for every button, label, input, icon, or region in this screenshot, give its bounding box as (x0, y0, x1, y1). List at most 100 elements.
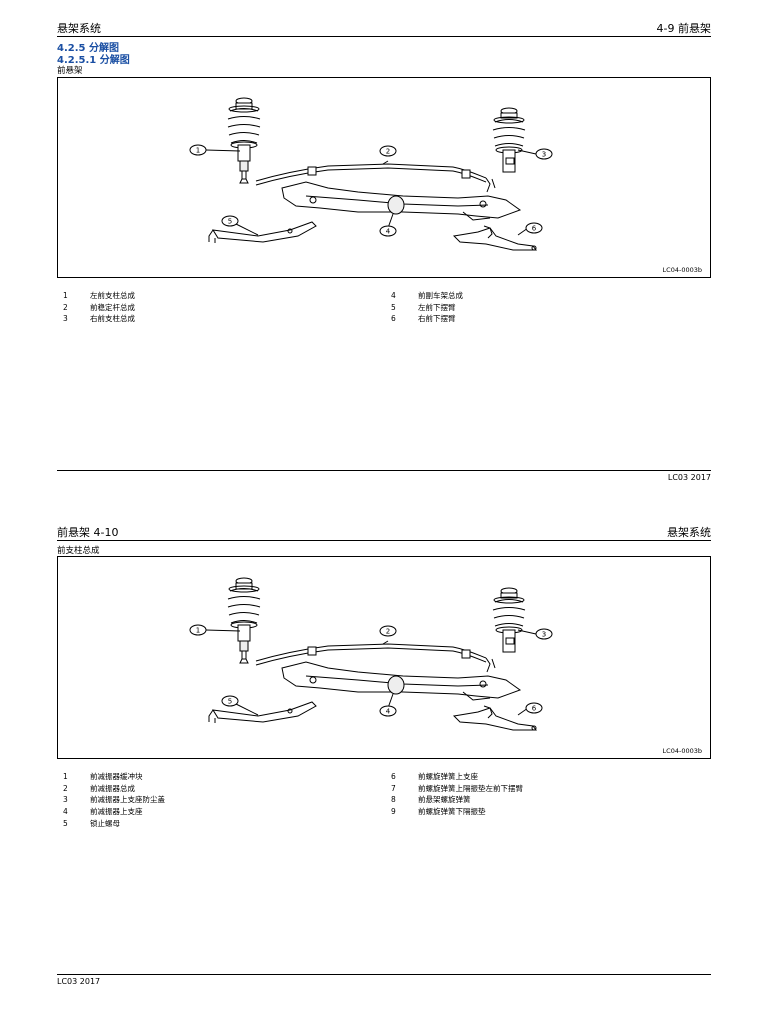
callout-1 (189, 624, 207, 636)
legend-number: 5 (63, 818, 68, 828)
legend-item: 6 前螺旋弹簧上支座 (385, 771, 523, 783)
figure-caption: 前支柱总成 (57, 546, 100, 556)
footer-rule (57, 974, 711, 975)
stabilizer-bar-drawing (255, 643, 496, 673)
right-strut-drawing (492, 587, 526, 653)
left-lower-arm-drawing (208, 701, 317, 723)
subsection-heading: 4.2.5.1 分解图 (57, 55, 130, 66)
callout-4 (379, 705, 397, 717)
legend-item: 3 前减振器上支座防尘盖 (57, 794, 165, 806)
header-page-title: 前悬架 4-10 (57, 526, 119, 539)
legend-text: 前减振器缓冲块 (90, 772, 143, 781)
legend-text: 前螺旋弹簧上支座 (418, 772, 478, 781)
exploded-view-figure: 1 2 3 4 5 6 LC04-0003b (57, 556, 711, 759)
left-lower-arm-drawing (208, 221, 317, 243)
page-header: 前悬架 4-10 悬架系统 (57, 524, 711, 540)
right-lower-arm-drawing (452, 705, 537, 731)
figure-code: LC04-0003b (662, 747, 702, 755)
callout-2 (379, 625, 397, 637)
header-rule (57, 36, 711, 37)
legend-number: 1 (63, 772, 68, 781)
callout-2-label: 2 (386, 628, 390, 636)
legend-item: 9 前螺旋弹簧下隔振垫 (385, 806, 523, 818)
page-4-9: 悬架系统 4-9 前悬架 4.2.5 分解图 4.2.5.1 分解图 前悬架 (0, 0, 768, 500)
legend-number: 4 (391, 291, 396, 300)
callout-6-label: 6 (532, 225, 537, 233)
left-strut-drawing (227, 577, 261, 664)
legend-number: 1 (63, 291, 68, 300)
header-rule (57, 540, 711, 541)
callout-1 (189, 144, 207, 156)
stabilizer-bar-drawing (255, 163, 496, 193)
callout-1-label: 1 (196, 147, 200, 155)
page-4-10: 前悬架 4-10 悬架系统 前支柱总成 (0, 500, 768, 1024)
legend-text: 前螺旋弹簧下隔振垫 (418, 807, 486, 817)
legend-item: 5 锁止螺母 (57, 818, 165, 830)
legend-item: 5 左前下摆臂 (385, 302, 463, 314)
header-section-title: 悬架系统 (57, 22, 101, 35)
exploded-view-figure: 1 2 3 4 5 6 LC04-0003b (57, 77, 711, 278)
legend-text: 前副车架总成 (418, 291, 463, 300)
left-strut-drawing (227, 97, 261, 184)
front-suspension-diagram: 1 2 3 4 5 6 (189, 97, 553, 251)
legend-number: 6 (391, 314, 396, 324)
page-footer: LC03 2017 (57, 977, 101, 986)
legend-text: 前螺旋弹簧上隔振垫左前下摆臂 (418, 783, 523, 793)
callout-5 (221, 215, 239, 227)
legend-number: 9 (391, 807, 396, 817)
legend-item: 6 右前下摆臂 (385, 313, 463, 325)
callout-3 (535, 148, 553, 160)
callout-2-label: 2 (386, 148, 390, 156)
callout-6 (525, 702, 543, 714)
figure-code: LC04-0003b (662, 266, 702, 274)
legend-item: 3 右前支柱总成 (57, 313, 135, 325)
legend-number: 5 (391, 302, 396, 312)
subframe-drawing (281, 661, 522, 701)
legend-number: 2 (63, 302, 68, 312)
callout-4-label: 4 (386, 228, 391, 236)
legend-number: 4 (63, 807, 68, 817)
legend-item: 2 前稳定杆总成 (57, 302, 135, 314)
legend-text: 前稳定杆总成 (90, 302, 135, 312)
legend-number: 3 (63, 314, 68, 324)
legend-text: 前悬架螺旋弹簧 (418, 795, 471, 805)
legend-item: 1 前减振器缓冲块 (57, 771, 165, 783)
right-strut-drawing (492, 107, 526, 173)
legend-text: 右前支柱总成 (90, 314, 135, 324)
legend-item: 2 前减振器总成 (57, 783, 165, 795)
callout-3-label: 3 (542, 631, 546, 639)
callout-3 (535, 628, 553, 640)
subframe-drawing (281, 181, 522, 221)
legend-number: 7 (391, 783, 396, 793)
legend-number: 6 (391, 772, 396, 781)
legend-number: 2 (63, 783, 68, 793)
legend-item: 7 前螺旋弹簧上隔振垫左前下摆臂 (385, 783, 523, 795)
legend-text: 前减振器总成 (90, 783, 135, 793)
callout-4 (379, 225, 397, 237)
callout-5-label: 5 (228, 698, 232, 706)
callout-5 (221, 695, 239, 707)
legend-text: 右前下摆臂 (418, 314, 456, 324)
header-section-title: 悬架系统 (667, 526, 711, 539)
right-lower-arm-drawing (452, 225, 537, 251)
callout-5-label: 5 (228, 218, 232, 226)
callout-3-label: 3 (542, 151, 546, 159)
legend-item: 1 左前支柱总成 (57, 290, 135, 302)
legend-left-column: 1 左前支柱总成 2 前稳定杆总成 3 右前支柱总成 (57, 290, 135, 325)
legend-item: 4 前副车架总成 (385, 290, 463, 302)
legend-text: 前减振器上支座 (90, 807, 143, 817)
legend-text: 左前支柱总成 (90, 291, 135, 300)
legend-number: 8 (391, 795, 396, 805)
legend-item: 8 前悬架螺旋弹簧 (385, 794, 523, 806)
callout-6-label: 6 (532, 705, 537, 713)
strut-assembly-diagram: 1 2 3 4 5 6 (189, 577, 553, 731)
legend-text: 锁止螺母 (90, 818, 120, 828)
page-header: 悬架系统 4-9 前悬架 (57, 20, 711, 36)
legend-left-column: 1 前减振器缓冲块 2 前减振器总成 3 前减振器上支座防尘盖 4 前减振器上支座 5 锁… (57, 771, 165, 830)
section-heading: 4.2.5 分解图 (57, 43, 119, 54)
legend-number: 3 (63, 795, 68, 805)
legend-right-column: 6 前螺旋弹簧上支座 7 前螺旋弹簧上隔振垫左前下摆臂 8 前悬架螺旋弹簧 9 前螺旋弹… (385, 771, 523, 818)
callout-6 (525, 222, 543, 234)
legend-text: 前减振器上支座防尘盖 (90, 795, 165, 805)
legend-text: 左前下摆臂 (418, 302, 456, 312)
